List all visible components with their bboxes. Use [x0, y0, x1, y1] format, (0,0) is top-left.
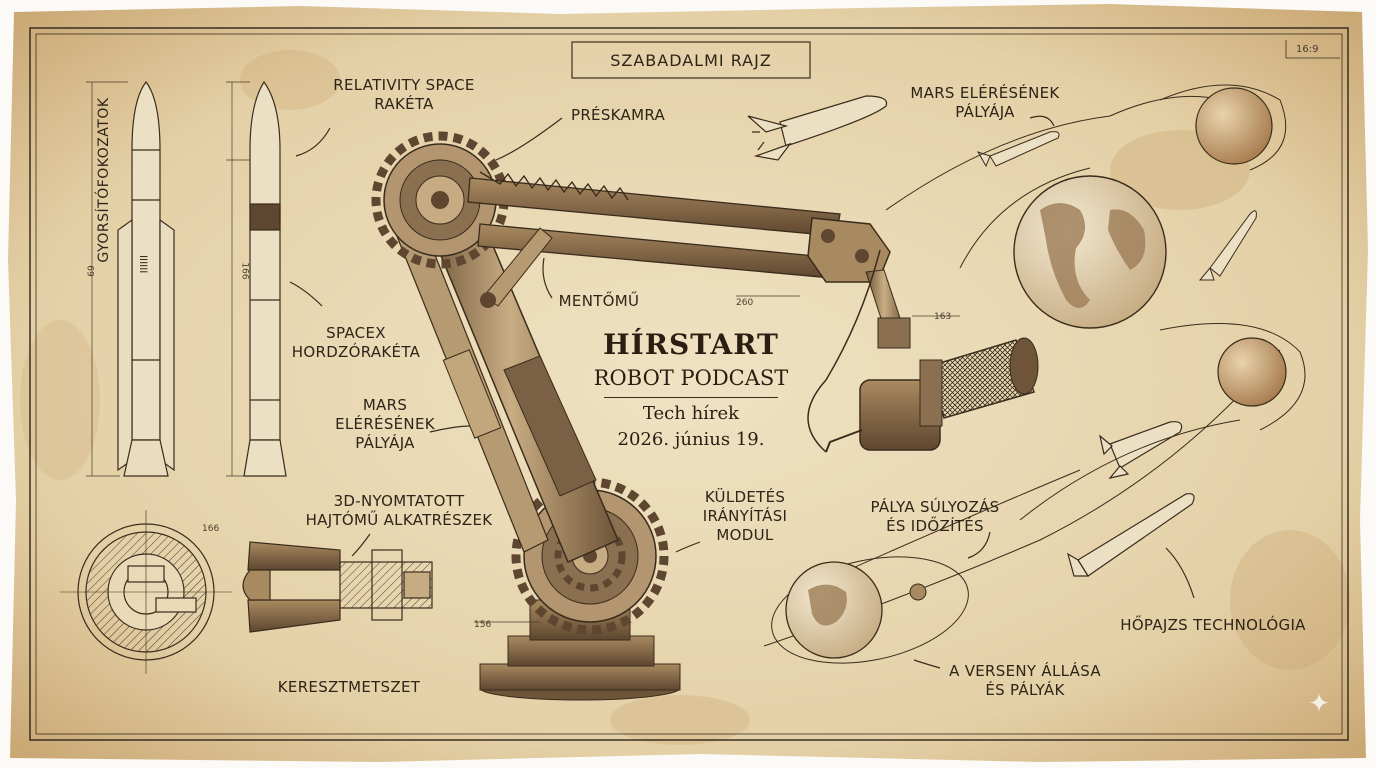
drawing-title: SZABADALMI RAJZ	[610, 50, 772, 70]
inner-border	[35, 33, 1343, 735]
rocket-spacex	[243, 80, 287, 477]
rocket-flying-low	[1067, 493, 1195, 577]
podcast-subtitle: ROBOT PODCAST	[593, 366, 789, 390]
dim-69: 69	[84, 265, 95, 277]
annotation-arrows	[289, 115, 1195, 669]
rocket-left-dimensions	[86, 81, 128, 477]
earth-large-continents	[1040, 203, 1146, 308]
title-frame	[571, 41, 811, 79]
stain	[20, 320, 100, 480]
rocket-spacex-dimensions	[226, 81, 250, 477]
rocket-flying-mid	[1099, 421, 1183, 479]
label-kuldetes: KÜLDETÉS IRÁNYÍTÁSI MODUL	[702, 488, 788, 544]
label-relativity: RELATIVITY SPACE RAKÉTA	[333, 76, 475, 113]
arm-dimension-lines	[474, 295, 960, 623]
rocket-flying-small	[976, 131, 1060, 168]
mars-mid	[1217, 337, 1287, 407]
rocket-flying-top	[747, 95, 888, 161]
dim-156: 156	[474, 620, 492, 630]
ratio-corner	[1285, 40, 1340, 59]
outer-border	[29, 27, 1349, 741]
spring	[479, 171, 629, 201]
dim-166: 166	[202, 524, 220, 534]
engine-cross-section	[60, 510, 232, 674]
sparkle-icon: ✦	[1308, 688, 1330, 718]
moon	[909, 583, 927, 601]
ratio-label: 16:9	[1296, 44, 1319, 55]
label-verseny: A VERSENY ÁLLÁSA ÉS PÁLYÁK	[949, 662, 1101, 699]
dim-166-vertical: 166	[239, 262, 250, 280]
earth-small-continents	[808, 584, 847, 626]
label-mentomu: MENTŐMŰ	[558, 292, 640, 310]
podcast-divider	[604, 397, 778, 398]
label-mars-top: MARS ELÉRÉSÉNEK PÁLYÁJA	[910, 84, 1060, 121]
rocket-left: IIIIII	[117, 81, 175, 477]
label-gyorsito: GYORSÍTÓFOKOZATOK	[96, 97, 112, 263]
label-palya: PÁLYA SÚLYOZÁS ÉS IDŐZÍTÉS	[870, 498, 1000, 535]
engine-parts	[242, 541, 433, 633]
label-keresztmetszet: KERESZTMETSZET	[277, 678, 421, 696]
rocket-flying-right	[1198, 210, 1257, 281]
podcast-line1: Tech hírek	[642, 403, 740, 424]
label-mars-mid: MARS ELÉRÉSÉNEK PÁLYÁJA	[335, 396, 435, 452]
label-hopajzs: HŐPAJZS TECHNOLÓGIA	[1120, 616, 1306, 634]
stain	[1230, 530, 1350, 670]
stain	[610, 695, 750, 745]
label-spacex: SPACEX HORDZÓRAKÉTA	[291, 324, 421, 361]
label-preskamra: PRÉSKAMRA	[570, 106, 666, 124]
dim-163: 163	[934, 312, 952, 322]
mars-top	[1195, 87, 1273, 165]
podcast-title: HÍRSTART	[603, 328, 779, 361]
label-nyomtatott: 3D-NYOMTATOTT HAJTÓMŰ ALKATRÉSZEK	[305, 492, 493, 529]
dim-260: 260	[736, 298, 754, 308]
robot-arm	[371, 131, 1039, 701]
podcast-date: 2026. június 19.	[617, 429, 765, 450]
svg-text:IIIIII: IIIIII	[137, 255, 149, 273]
